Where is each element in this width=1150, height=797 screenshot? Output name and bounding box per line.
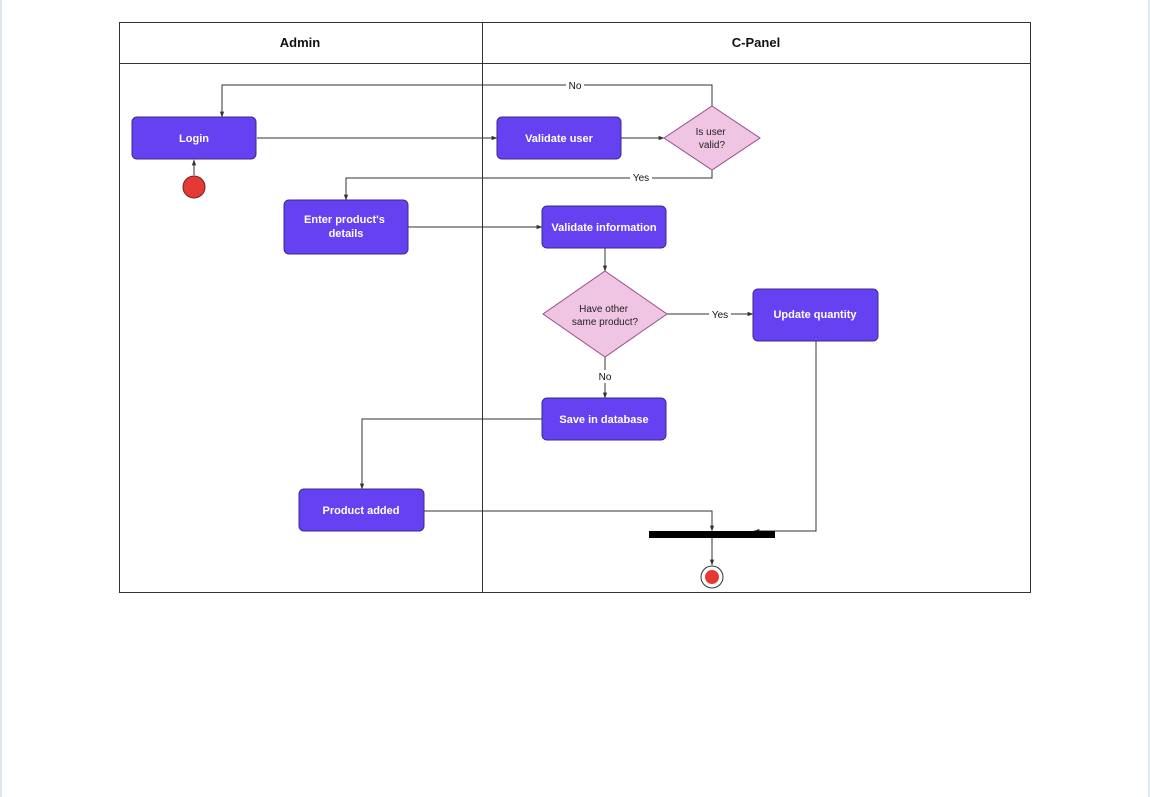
activity-validate-information-label: Validate information xyxy=(551,222,656,234)
activity-validate-user[interactable]: Validate user xyxy=(496,116,622,160)
svg-text:Validate user: Validate user xyxy=(525,133,594,145)
join-bar xyxy=(649,531,775,538)
end-node xyxy=(700,565,724,589)
activity-update-quantity-label: Update quantity xyxy=(773,309,857,321)
svg-text:Login: Login xyxy=(179,133,209,145)
svg-text:Have other same product?: Have other same product? xyxy=(572,304,639,328)
edge-no-back-to-login xyxy=(219,84,713,118)
activity-login[interactable]: Login xyxy=(131,116,257,160)
activity-enter-details-label-line-2: details xyxy=(329,228,364,240)
activity-product-added[interactable]: Product added xyxy=(298,488,425,532)
activity-validate-information[interactable]: Validate information xyxy=(541,205,667,249)
svg-text:Is user valid?: Is user valid? xyxy=(696,127,729,151)
edge-label-yes-user: Yes xyxy=(633,173,649,184)
edge-label-yes-product: Yes xyxy=(712,310,728,321)
edge-label-no-product: No xyxy=(599,372,612,383)
decision-is-user-valid-line-1: Is user xyxy=(696,127,727,138)
activity-enter-details-label-line-1: Enter product's xyxy=(304,214,385,226)
svg-text:Enter product's details: Enter product's details xyxy=(304,214,388,240)
start-node xyxy=(182,175,206,199)
swimlane-frame: Admin C-Panel xyxy=(119,22,1031,593)
edge-labels: No Yes Yes No xyxy=(566,79,731,383)
svg-text:Save in database: Save in database xyxy=(559,414,648,426)
right-window-edge xyxy=(1148,0,1150,797)
activity-update-quantity[interactable]: Update quantity xyxy=(752,288,879,342)
decision-have-same-product-line-2: same product? xyxy=(572,317,639,328)
activity-save-in-database-label: Save in database xyxy=(559,414,648,426)
activity-enter-details[interactable]: Enter product's details xyxy=(283,199,409,255)
activity-validate-user-label: Validate user xyxy=(525,133,594,145)
activity-save-in-database[interactable]: Save in database xyxy=(541,397,667,441)
decision-have-same-product-line-1: Have other xyxy=(579,304,629,315)
decision-is-user-valid[interactable]: Is user valid? xyxy=(663,105,761,171)
activity-login-label: Login xyxy=(179,133,209,145)
edge-save-db-to-product-added xyxy=(359,418,542,490)
svg-text:Update quantity: Update quantity xyxy=(773,309,857,321)
decision-have-same-product[interactable]: Have other same product? xyxy=(542,270,668,358)
activity-product-added-label: Product added xyxy=(322,505,399,517)
edges xyxy=(191,84,817,566)
svg-text:Validate information: Validate information xyxy=(551,222,656,234)
lane-title-admin: Admin xyxy=(280,35,321,50)
svg-text:Product added: Product added xyxy=(322,505,399,517)
edge-yes-to-enter-details xyxy=(343,170,713,201)
edge-update-quantity-to-join xyxy=(753,341,817,534)
left-window-edge xyxy=(0,0,2,797)
edge-label-no-login: No xyxy=(569,81,582,92)
lane-title-cpanel: C-Panel xyxy=(732,35,780,50)
decision-is-user-valid-line-2: valid? xyxy=(699,140,726,151)
edge-product-added-to-join xyxy=(424,510,715,532)
